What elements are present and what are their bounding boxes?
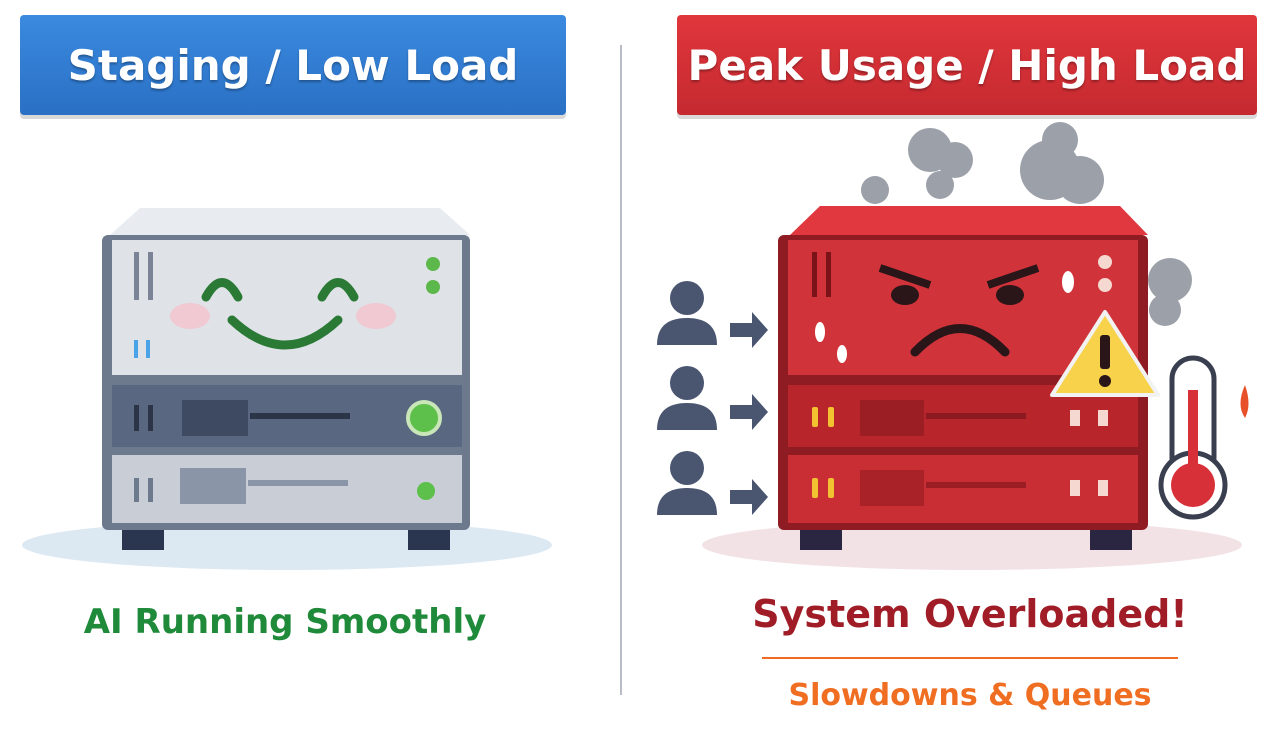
smooth-caption: AI Running Smoothly	[83, 602, 487, 642]
divider	[620, 45, 622, 695]
smoke-icon	[861, 122, 1192, 326]
overloaded-caption: System Overloaded!	[752, 592, 1188, 636]
staging-banner: Staging / Low Load	[20, 15, 566, 115]
thermometer-icon	[1158, 355, 1249, 520]
happy-server-icon	[22, 208, 552, 570]
warning-icon	[1050, 310, 1160, 397]
staging-title: Staging / Low Load	[67, 40, 519, 90]
peak-title: Peak Usage / High Load	[687, 40, 1247, 90]
peak-banner: Peak Usage / High Load	[677, 15, 1257, 115]
overloaded-server-icon	[657, 122, 1249, 570]
caption-divider	[762, 657, 1178, 659]
slowdowns-subcaption: Slowdowns & Queues	[788, 678, 1152, 713]
users-queue-icon	[657, 281, 768, 515]
